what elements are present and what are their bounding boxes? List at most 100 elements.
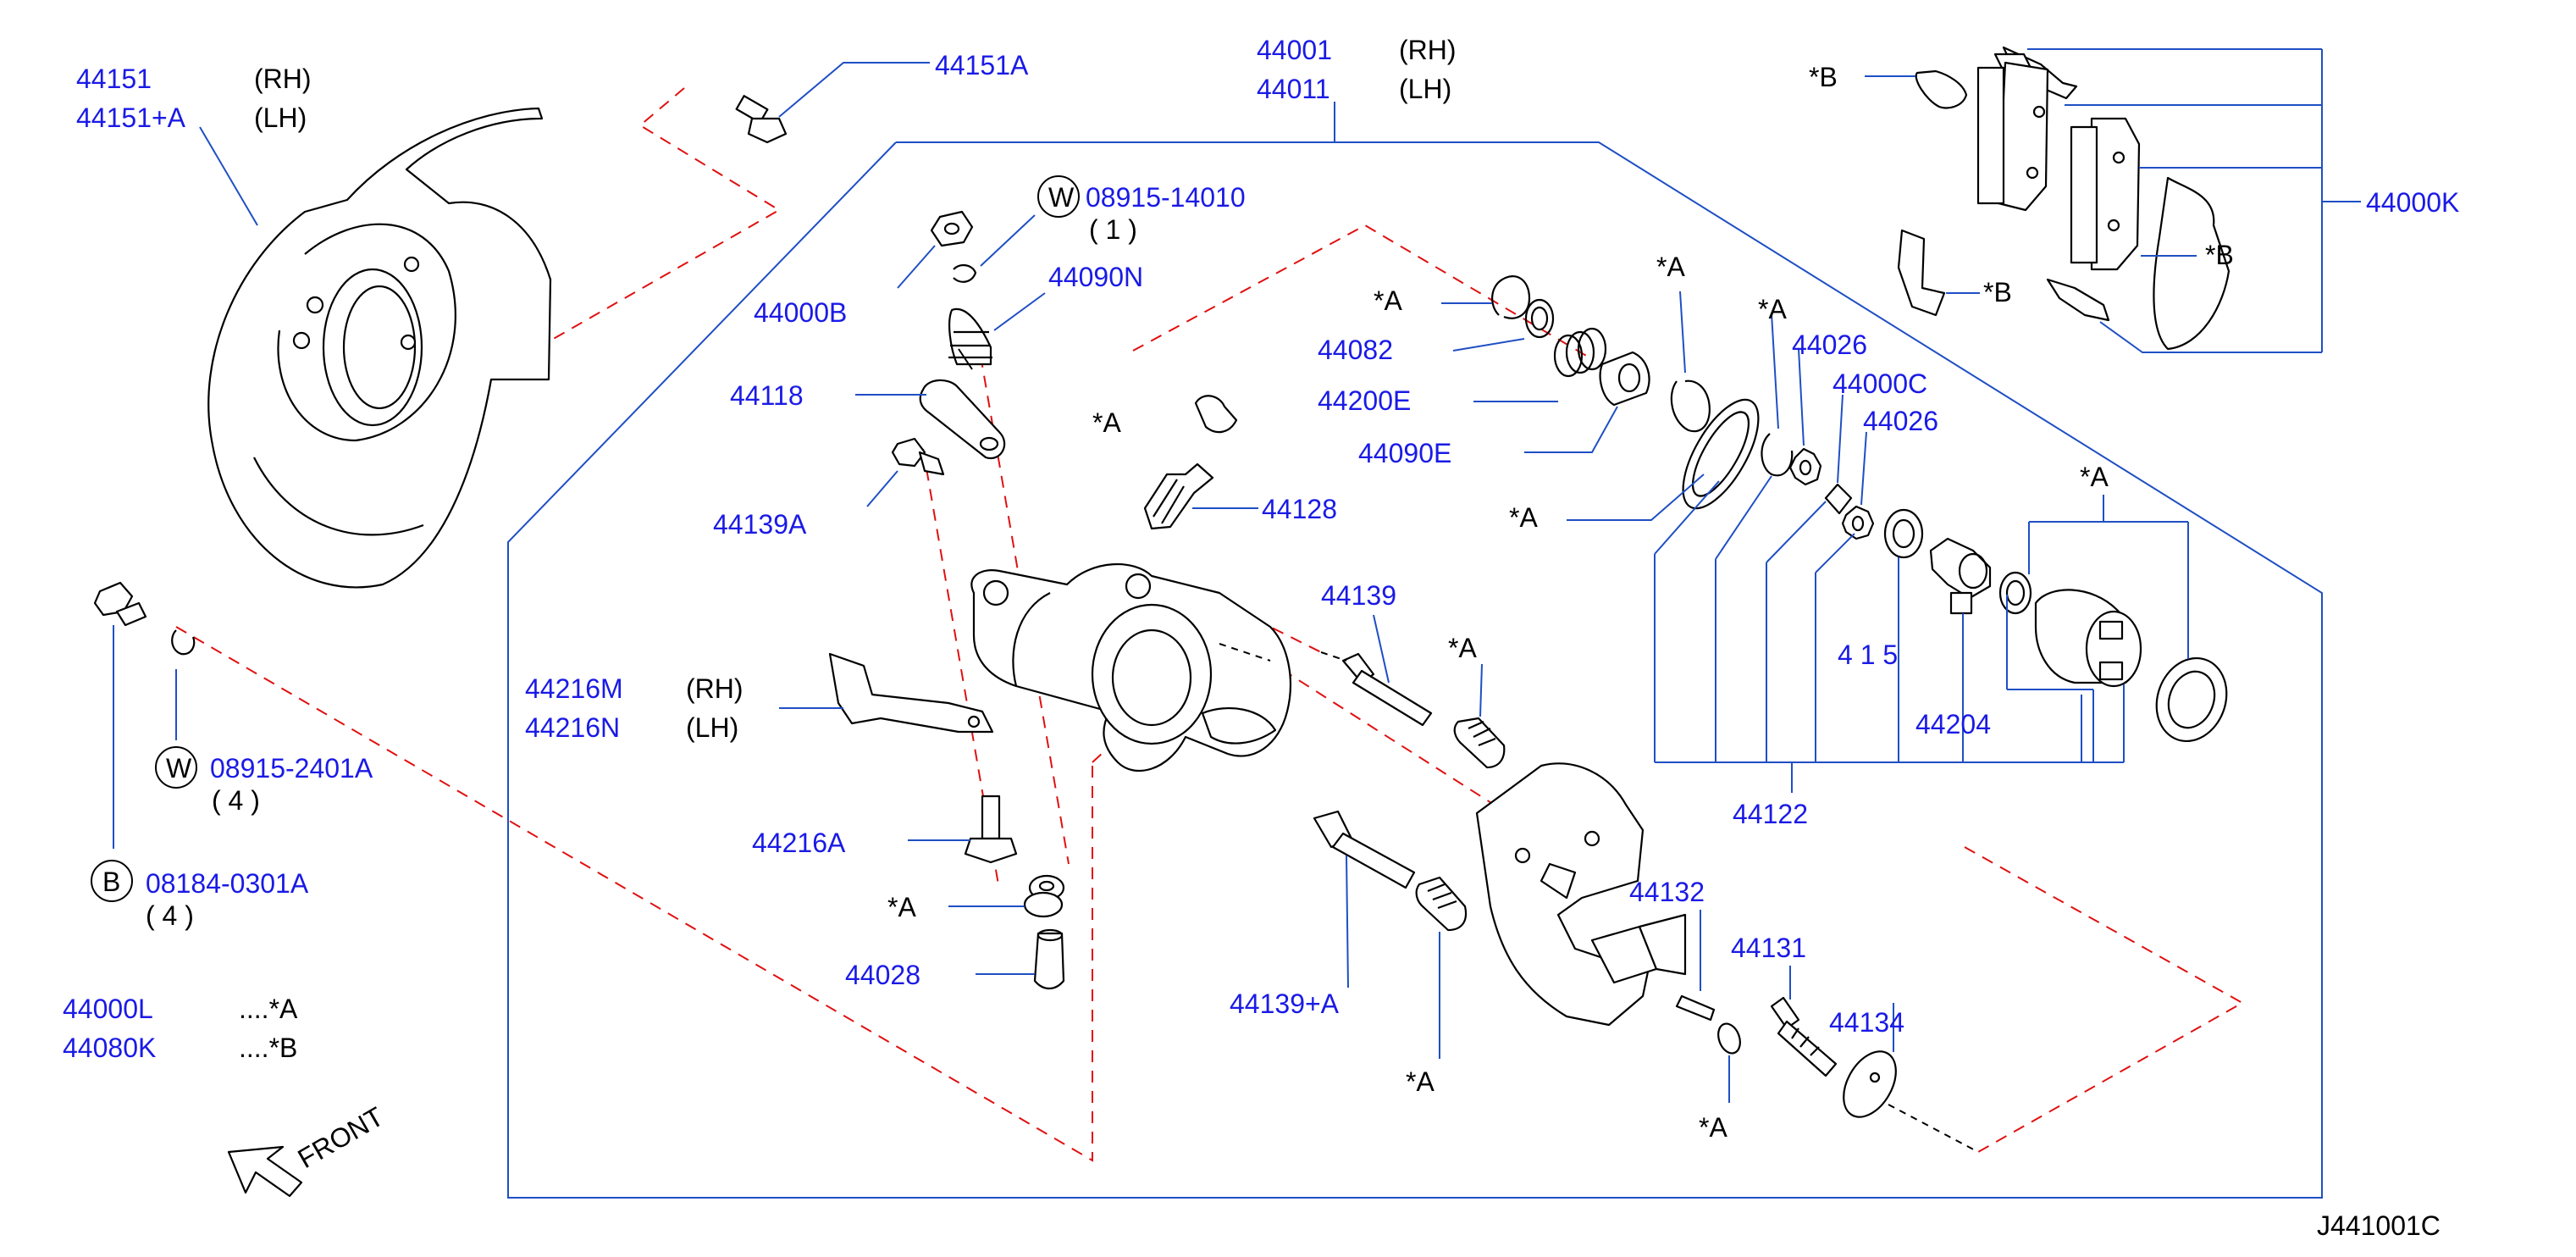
- front-arrow-icon: [227, 1145, 303, 1198]
- brake-pads-drawing: [1897, 46, 2231, 351]
- label-44139A: 44139A: [713, 509, 807, 540]
- label-44128: 44128: [1262, 494, 1337, 524]
- boot-pin-2-drawing: [1415, 876, 1468, 932]
- screw-44131-drawing: [1770, 996, 1838, 1077]
- b-symbol: B: [102, 867, 120, 897]
- piston-boot-drawing: [2155, 656, 2228, 743]
- leader-starA-clip: [1771, 313, 1779, 429]
- bolt-08184-0301A-drawing: [93, 581, 147, 627]
- leader-44090N: [993, 292, 1046, 331]
- label-44118: 44118: [730, 380, 804, 411]
- washer-44026b-drawing: [1841, 505, 1875, 540]
- label-44151-plus-a: 44151+A: [76, 102, 186, 133]
- leader-44151A: [778, 62, 930, 118]
- pads-bracket-lines: [1865, 48, 2361, 353]
- label-44151-rh: (RH): [254, 64, 312, 94]
- label-44080K-ref: ....*B: [239, 1033, 297, 1063]
- label-44216N-lh: (LH): [686, 712, 738, 743]
- label-starB-1: *B: [1809, 62, 1838, 92]
- label-44131: 44131: [1731, 933, 1806, 963]
- oring-drawing: [1998, 571, 2032, 615]
- caliper-group-frame: [507, 141, 2323, 1199]
- label-44139-plus-a: 44139+A: [1230, 988, 1340, 1019]
- label-starA-clip-ring: *A: [1758, 294, 1787, 324]
- label-starA-44128: *A: [1092, 407, 1121, 438]
- clip-ring-drawing: [1761, 433, 1794, 477]
- leader-w08915-14010: [980, 214, 1036, 267]
- label-44139: 44139: [1321, 580, 1396, 611]
- dust-shield-drawing: [207, 107, 552, 589]
- leader-44000C: [1837, 394, 1844, 484]
- bolt-44139A-drawing: [891, 437, 945, 476]
- w-circle-symbol-1: [1037, 175, 1080, 218]
- label-44082: 44082: [1318, 335, 1393, 365]
- dash-piston-seals: [1132, 224, 1593, 360]
- b-circle-symbol: [91, 860, 133, 902]
- label-44090E: 44090E: [1358, 438, 1451, 468]
- bushing-44028-drawing: [1023, 874, 1065, 990]
- label-starA-piston-group: *A: [2080, 462, 2109, 492]
- adjuster-44128-drawing: [1143, 395, 1238, 530]
- label-44216M: 44216M: [525, 673, 623, 704]
- label-44000L-ref: ....*A: [239, 994, 298, 1024]
- label-44000K: 44000K: [2366, 187, 2459, 218]
- label-starA-oring: *A: [1699, 1112, 1727, 1143]
- label-44000C: 44000C: [1832, 368, 1927, 399]
- label-b08184-0301A: 08184-0301A: [146, 868, 309, 899]
- piston-drawing: [2034, 589, 2142, 688]
- pin-44132-drawing: [1675, 994, 1716, 1022]
- leader-44151: [199, 126, 258, 226]
- leader-44082: [1452, 338, 1525, 352]
- label-starB-3: *B: [1983, 277, 2012, 307]
- label-44001: 44001: [1257, 35, 1332, 65]
- seal-ring-44082-drawing: [1491, 275, 1555, 339]
- plate-44000C-drawing: [1824, 483, 1853, 515]
- seal-44122-drawing: [1883, 508, 1924, 559]
- group-44122-bracket: [1654, 475, 2125, 793]
- label-44026-a: 44026: [1792, 329, 1867, 360]
- label-w08915-14010-qty: ( 1 ): [1089, 214, 1137, 245]
- bolt-44151A-drawing: [735, 95, 788, 144]
- group-starA-bracket: [2006, 495, 2189, 762]
- w-symbol-1: W: [1048, 182, 1075, 213]
- spring-44200E-drawing: [1553, 327, 1607, 378]
- label-starA-snap-ring: *A: [1656, 252, 1685, 282]
- label-44204: 44204: [1915, 709, 1991, 739]
- dash-left-lower: [175, 626, 1093, 1162]
- label-w08915-2401A: 08915-2401A: [210, 753, 373, 784]
- w-symbol-2: W: [166, 753, 192, 784]
- washer-08915-2401A-drawing: [171, 629, 196, 656]
- leader-44026b: [1860, 431, 1867, 506]
- washer-44026a-drawing: [1788, 447, 1822, 486]
- washer-44134-drawing: [1843, 1050, 1979, 1153]
- piston-seal-drawing: [1682, 398, 1760, 510]
- label-starA-bushing: *A: [887, 892, 916, 922]
- label-44216N: 44216N: [525, 712, 620, 743]
- shaft-44204-drawing: [1929, 537, 1992, 615]
- snap-ring-drawing: [1670, 379, 1711, 433]
- dash-44139: [1235, 609, 1322, 653]
- leader-44090E: [1524, 406, 1618, 453]
- torque-member-drawing: [1475, 762, 1687, 1027]
- label-44216A: 44216A: [752, 828, 846, 858]
- label-starA-piston-seal: *A: [1509, 502, 1538, 533]
- retainer-44090E-drawing: [1599, 351, 1650, 407]
- leader-44139plusA: [1346, 855, 1349, 988]
- w-circle-symbol-2: [155, 746, 197, 789]
- label-front: FRONT: [293, 1101, 389, 1174]
- label-b08184-0301A-qty: ( 4 ): [146, 900, 194, 931]
- label-starA-pin-boot-partial: *A: [1448, 633, 1477, 663]
- lever-44118-drawing: [919, 379, 1006, 460]
- label-partial-hidden: 4 1 5: [1838, 640, 1898, 670]
- label-w08915-2401A-qty: ( 4 ): [212, 785, 260, 816]
- label-starA-seal-top: *A: [1374, 285, 1402, 316]
- label-44000B: 44000B: [754, 297, 847, 328]
- label-44132: 44132: [1629, 877, 1705, 907]
- label-44090N: 44090N: [1048, 262, 1143, 292]
- leader-44026a: [1798, 348, 1805, 446]
- label-44134: 44134: [1829, 1007, 1904, 1038]
- oring-44131-drawing: [1717, 1022, 1741, 1055]
- label-44200E: 44200E: [1318, 385, 1411, 416]
- leader-44139: [1373, 614, 1390, 684]
